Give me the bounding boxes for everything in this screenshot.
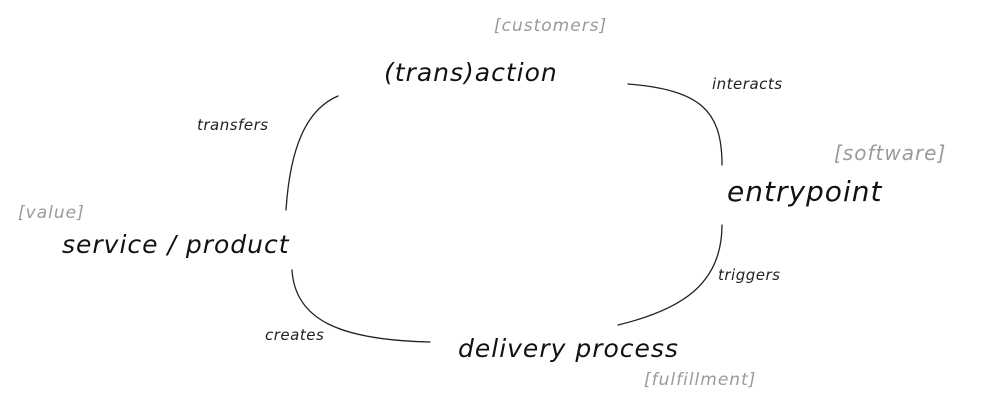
node-transaction: (trans)action (384, 58, 558, 87)
tag-customers: [customers] (494, 16, 608, 36)
edge-label-interacts: interacts (712, 75, 783, 93)
node-delivery-process: delivery process (458, 334, 679, 363)
edge-creates (291, 269, 431, 343)
edge-label-creates: creates (265, 326, 325, 344)
edge-triggers (617, 224, 723, 326)
edge-transfers (285, 95, 339, 211)
tag-software: [software] (834, 141, 947, 165)
edge-label-transfers: transfers (197, 116, 269, 134)
node-service-product: service / product (62, 230, 290, 259)
tag-fulfillment: [fulfillment] (644, 370, 757, 390)
tag-value: [value] (18, 203, 85, 223)
edge-label-triggers: triggers (718, 266, 781, 284)
edge-interacts (627, 83, 723, 166)
node-entrypoint: entrypoint (727, 175, 883, 208)
